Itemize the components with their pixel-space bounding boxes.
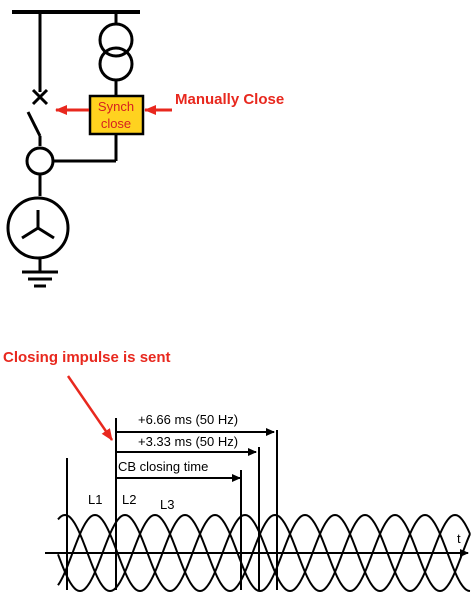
phase-label-l3: L3 [160, 497, 174, 512]
manual-close-label: Manually Close [175, 91, 284, 108]
phase-l2-wave [57, 513, 471, 593]
synch-box-line1: Synch [98, 99, 134, 114]
closing-impulse-arrow [66, 375, 114, 441]
phase-l3-wave [57, 513, 471, 593]
synch-box-line2: close [101, 116, 131, 131]
generator-icon [6, 196, 70, 260]
time-axis-label: t [457, 531, 461, 546]
synch-close-box: Synch close [88, 94, 145, 136]
label-cb-closing-time: CB closing time [118, 459, 208, 474]
phase-label-l1: L1 [88, 492, 102, 507]
phase-label-l2: L2 [122, 492, 136, 507]
time-axis: t [45, 531, 469, 557]
label-3-33: +3.33 ms (50 Hz) [138, 434, 238, 449]
circuit-breaker-blade [26, 111, 42, 137]
circuit-breaker-cross-icon [31, 88, 49, 106]
ground-icon [22, 270, 58, 288]
label-6-66: +6.66 ms (50 Hz) [138, 412, 238, 427]
voltage-transformer-icon [98, 22, 134, 82]
current-transformer-icon [25, 146, 55, 176]
timing-markers [66, 418, 278, 590]
three-phase-waveforms [57, 513, 471, 593]
closing-impulse-label: Closing impulse is sent [3, 349, 171, 366]
phase-l1-wave [57, 513, 471, 593]
single-line-diagram [6, 10, 140, 288]
